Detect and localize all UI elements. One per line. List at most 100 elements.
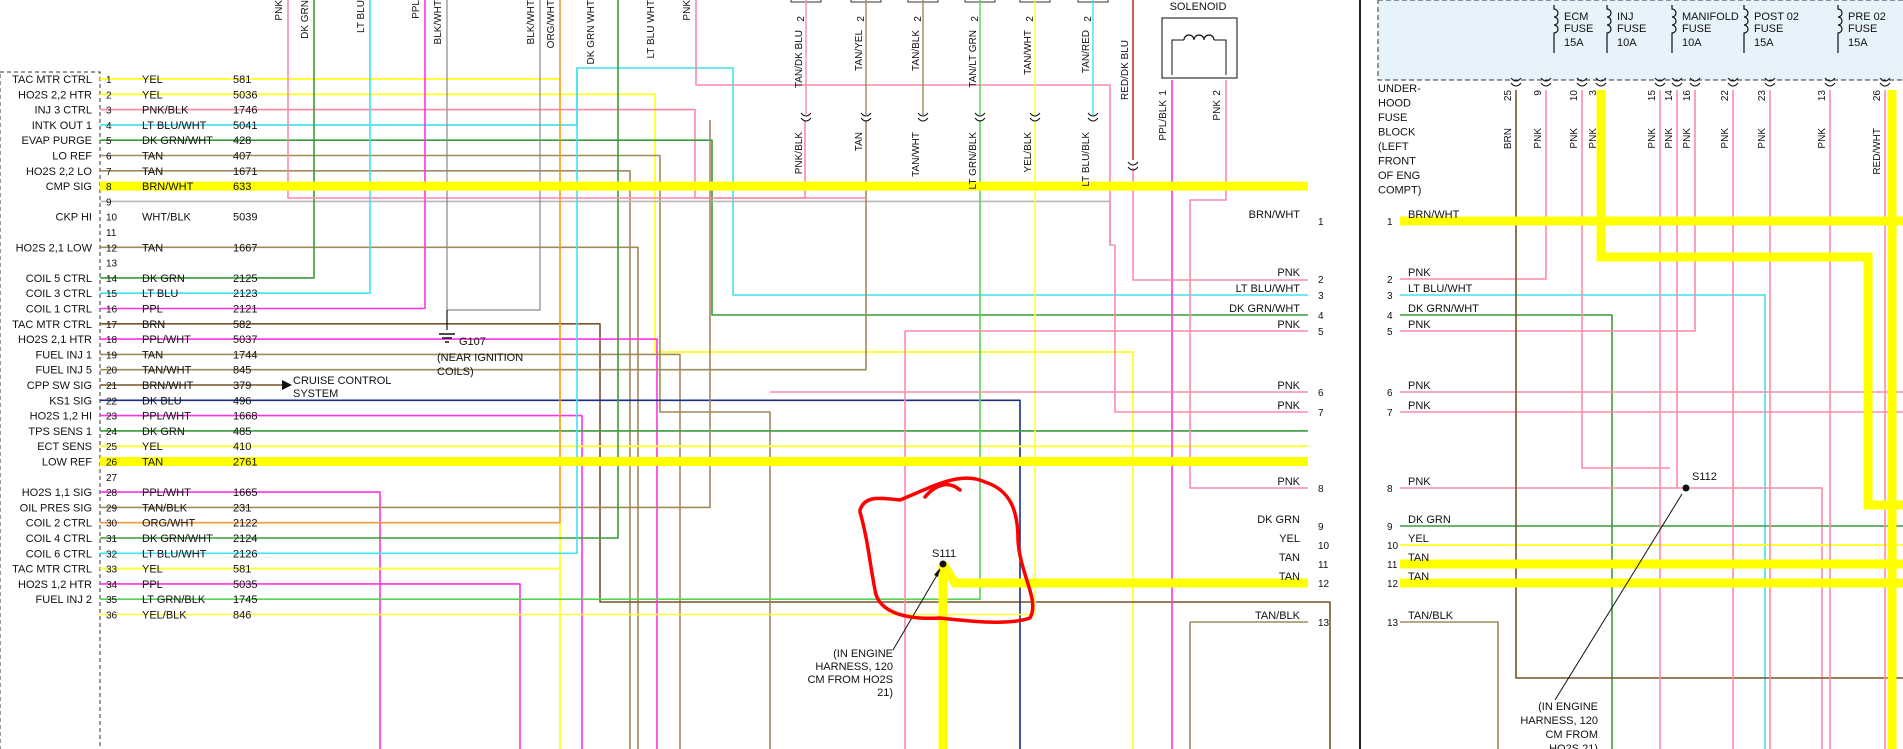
pcm-pin-name: HO2S 2,1 HTR <box>18 334 92 346</box>
wire-mid-7 <box>1114 245 1308 413</box>
splice-s111-note-line: (IN ENGINE <box>833 648 893 660</box>
injector-wire-lower: PNK/BLK <box>794 132 805 175</box>
r-wire-3 <box>1400 294 1766 749</box>
fuse-cavity-wire: RED/WHT <box>1872 128 1883 175</box>
fuse-cavity-number: 25 <box>1503 90 1514 102</box>
symbol-layer <box>282 5 1891 701</box>
fuse-cavity-wire: PNK <box>1569 128 1580 149</box>
pcm-pin-circuit: 496 <box>233 395 251 407</box>
pcm-pin-wire: LT BLU <box>142 288 178 300</box>
pcm-pin-circuit: 5037 <box>233 334 257 346</box>
wire-pin32 <box>100 68 578 555</box>
connector-break-icon <box>917 112 929 122</box>
injector-wire-lower: TAN/WHT <box>911 132 922 177</box>
fuse-cavity-number: 14 <box>1664 90 1675 102</box>
fuse-rating: 15A <box>1848 37 1868 49</box>
pcm-pin-circuit: 379 <box>233 380 251 392</box>
injector-wire-lower: LT BLU/BLK <box>1081 132 1092 187</box>
right-connector-pin: 13 <box>1387 618 1399 629</box>
mid-connector-wire: DK GRN <box>1257 514 1300 526</box>
wire-pin16 <box>100 0 426 310</box>
right-connector-pin: 8 <box>1387 484 1393 495</box>
pcm-pin-number: 13 <box>106 259 118 270</box>
pcm-pin-number: 19 <box>106 350 118 361</box>
wire-pin33 <box>100 567 561 749</box>
fuse-cavity-wire: PNK <box>1757 128 1768 149</box>
wire-pin19 <box>100 353 771 749</box>
pcm-pin-circuit: 2121 <box>233 304 257 316</box>
injector-pin: 2 <box>796 16 807 22</box>
injector-wire-upper: TAN/WHT <box>1023 30 1034 75</box>
cruise-label-line1: CRUISE CONTROL <box>293 375 391 387</box>
pcm-pin-number: 2 <box>106 90 112 101</box>
fuse-name: PRE 02 <box>1848 11 1886 23</box>
pcm-pin-circuit: 2125 <box>233 273 257 285</box>
pcm-pin-number: 32 <box>106 549 118 560</box>
red-dk-blu-label: RED/DK BLU <box>1120 40 1131 100</box>
pcm-pin-wire: PPL <box>142 304 163 316</box>
wire-solenoid-pnk <box>1189 80 1308 489</box>
solenoid-box <box>1161 17 1238 79</box>
cavity-break-icon <box>1671 77 1683 87</box>
mid-connector-wire: TAN/BLK <box>1255 610 1301 622</box>
pcm-pin-name: COIL 5 CTRL <box>26 273 92 285</box>
fuse-name: POST 02 <box>1754 11 1799 23</box>
fuse-cavity-wire: PNK <box>1817 128 1828 149</box>
pcm-pin-name: CMP SIG <box>46 181 92 193</box>
fuse-rating: 15A <box>1754 37 1774 49</box>
splice-s111-arrow-icon <box>934 568 940 577</box>
right-connector-wire: YEL <box>1408 533 1429 545</box>
splice-s112-note-line: (IN ENGINE <box>1538 701 1598 713</box>
injector-wire-upper: TAN/YEL <box>854 30 865 71</box>
pcm-pin-circuit: 5035 <box>233 579 257 591</box>
fuse-icon <box>1837 5 1843 53</box>
fuse-icon <box>1671 5 1677 53</box>
cavity-break-icon <box>1727 77 1739 87</box>
wire-pin29 <box>100 120 711 509</box>
solenoid-pin: 1 <box>1158 90 1169 96</box>
pcm-pin-number: 30 <box>106 519 118 530</box>
pcm-pin-number: 15 <box>106 289 118 300</box>
pcm-pin-circuit: 582 <box>233 319 251 331</box>
pcm-pin-circuit: 410 <box>233 441 251 453</box>
right-connector-wire: LT BLU/WHT <box>1408 283 1473 295</box>
pcm-pin-circuit: 1667 <box>233 242 257 254</box>
mid-connector-wire: DK GRN/WHT <box>1229 303 1300 315</box>
pcm-pin-number: 22 <box>106 396 118 407</box>
top-wire-label: PNK <box>274 0 285 21</box>
wire-pin30 <box>100 0 561 524</box>
pcm-pin-name: TPS SENS 1 <box>28 426 92 438</box>
wire-blkwht-2 <box>447 0 541 311</box>
pcm-pin-wire: LT BLU/WHT <box>142 120 207 132</box>
ground-note-line2: COILS) <box>437 366 474 378</box>
fuse-block-label-line: OF ENG <box>1378 170 1420 182</box>
top-wire-label: DK GRN WHT <box>586 0 597 64</box>
cavity-break-icon <box>1654 77 1666 87</box>
pcm-pin-number: 20 <box>106 366 118 377</box>
splice-s112-id: S112 <box>1692 471 1717 483</box>
pcm-pin-wire: PNK/BLK <box>142 105 189 117</box>
mid-connector-pin: 6 <box>1318 388 1324 399</box>
wire-pin2 <box>100 93 1134 749</box>
highlight-r-fuse3 <box>1596 90 1903 510</box>
pcm-pin-number: 36 <box>106 611 118 622</box>
right-connector-pin: 9 <box>1387 522 1393 533</box>
pcm-pin-number: 7 <box>106 167 112 178</box>
mid-connector-wire: BRN/WHT <box>1249 209 1301 221</box>
pcm-pin-wire: LT BLU/WHT <box>142 548 207 560</box>
splice-s112-note-line: HARNESS, 120 <box>1520 715 1598 727</box>
pcm-pin-circuit: 2122 <box>233 518 257 530</box>
right-connector-pin: 7 <box>1387 408 1393 419</box>
wire-pin12 <box>100 246 639 749</box>
r-wire-4 <box>1400 314 1613 749</box>
right-connector-pin: 5 <box>1387 327 1393 338</box>
pcm-pin-circuit: 5041 <box>233 120 257 132</box>
fuse-cavity-number: 26 <box>1872 90 1883 102</box>
pcm-pin-wire: PPL/WHT <box>142 411 191 423</box>
injector-wire-lower: YEL/BLK <box>1023 132 1034 173</box>
pcm-pin-name: COIL 3 CTRL <box>26 288 92 300</box>
solenoid-lead <box>1171 39 1184 75</box>
pcm-pin-circuit: 1671 <box>233 166 257 178</box>
highlight-tan-12 <box>939 561 1308 588</box>
solenoid-pin: 2 <box>1212 90 1223 96</box>
